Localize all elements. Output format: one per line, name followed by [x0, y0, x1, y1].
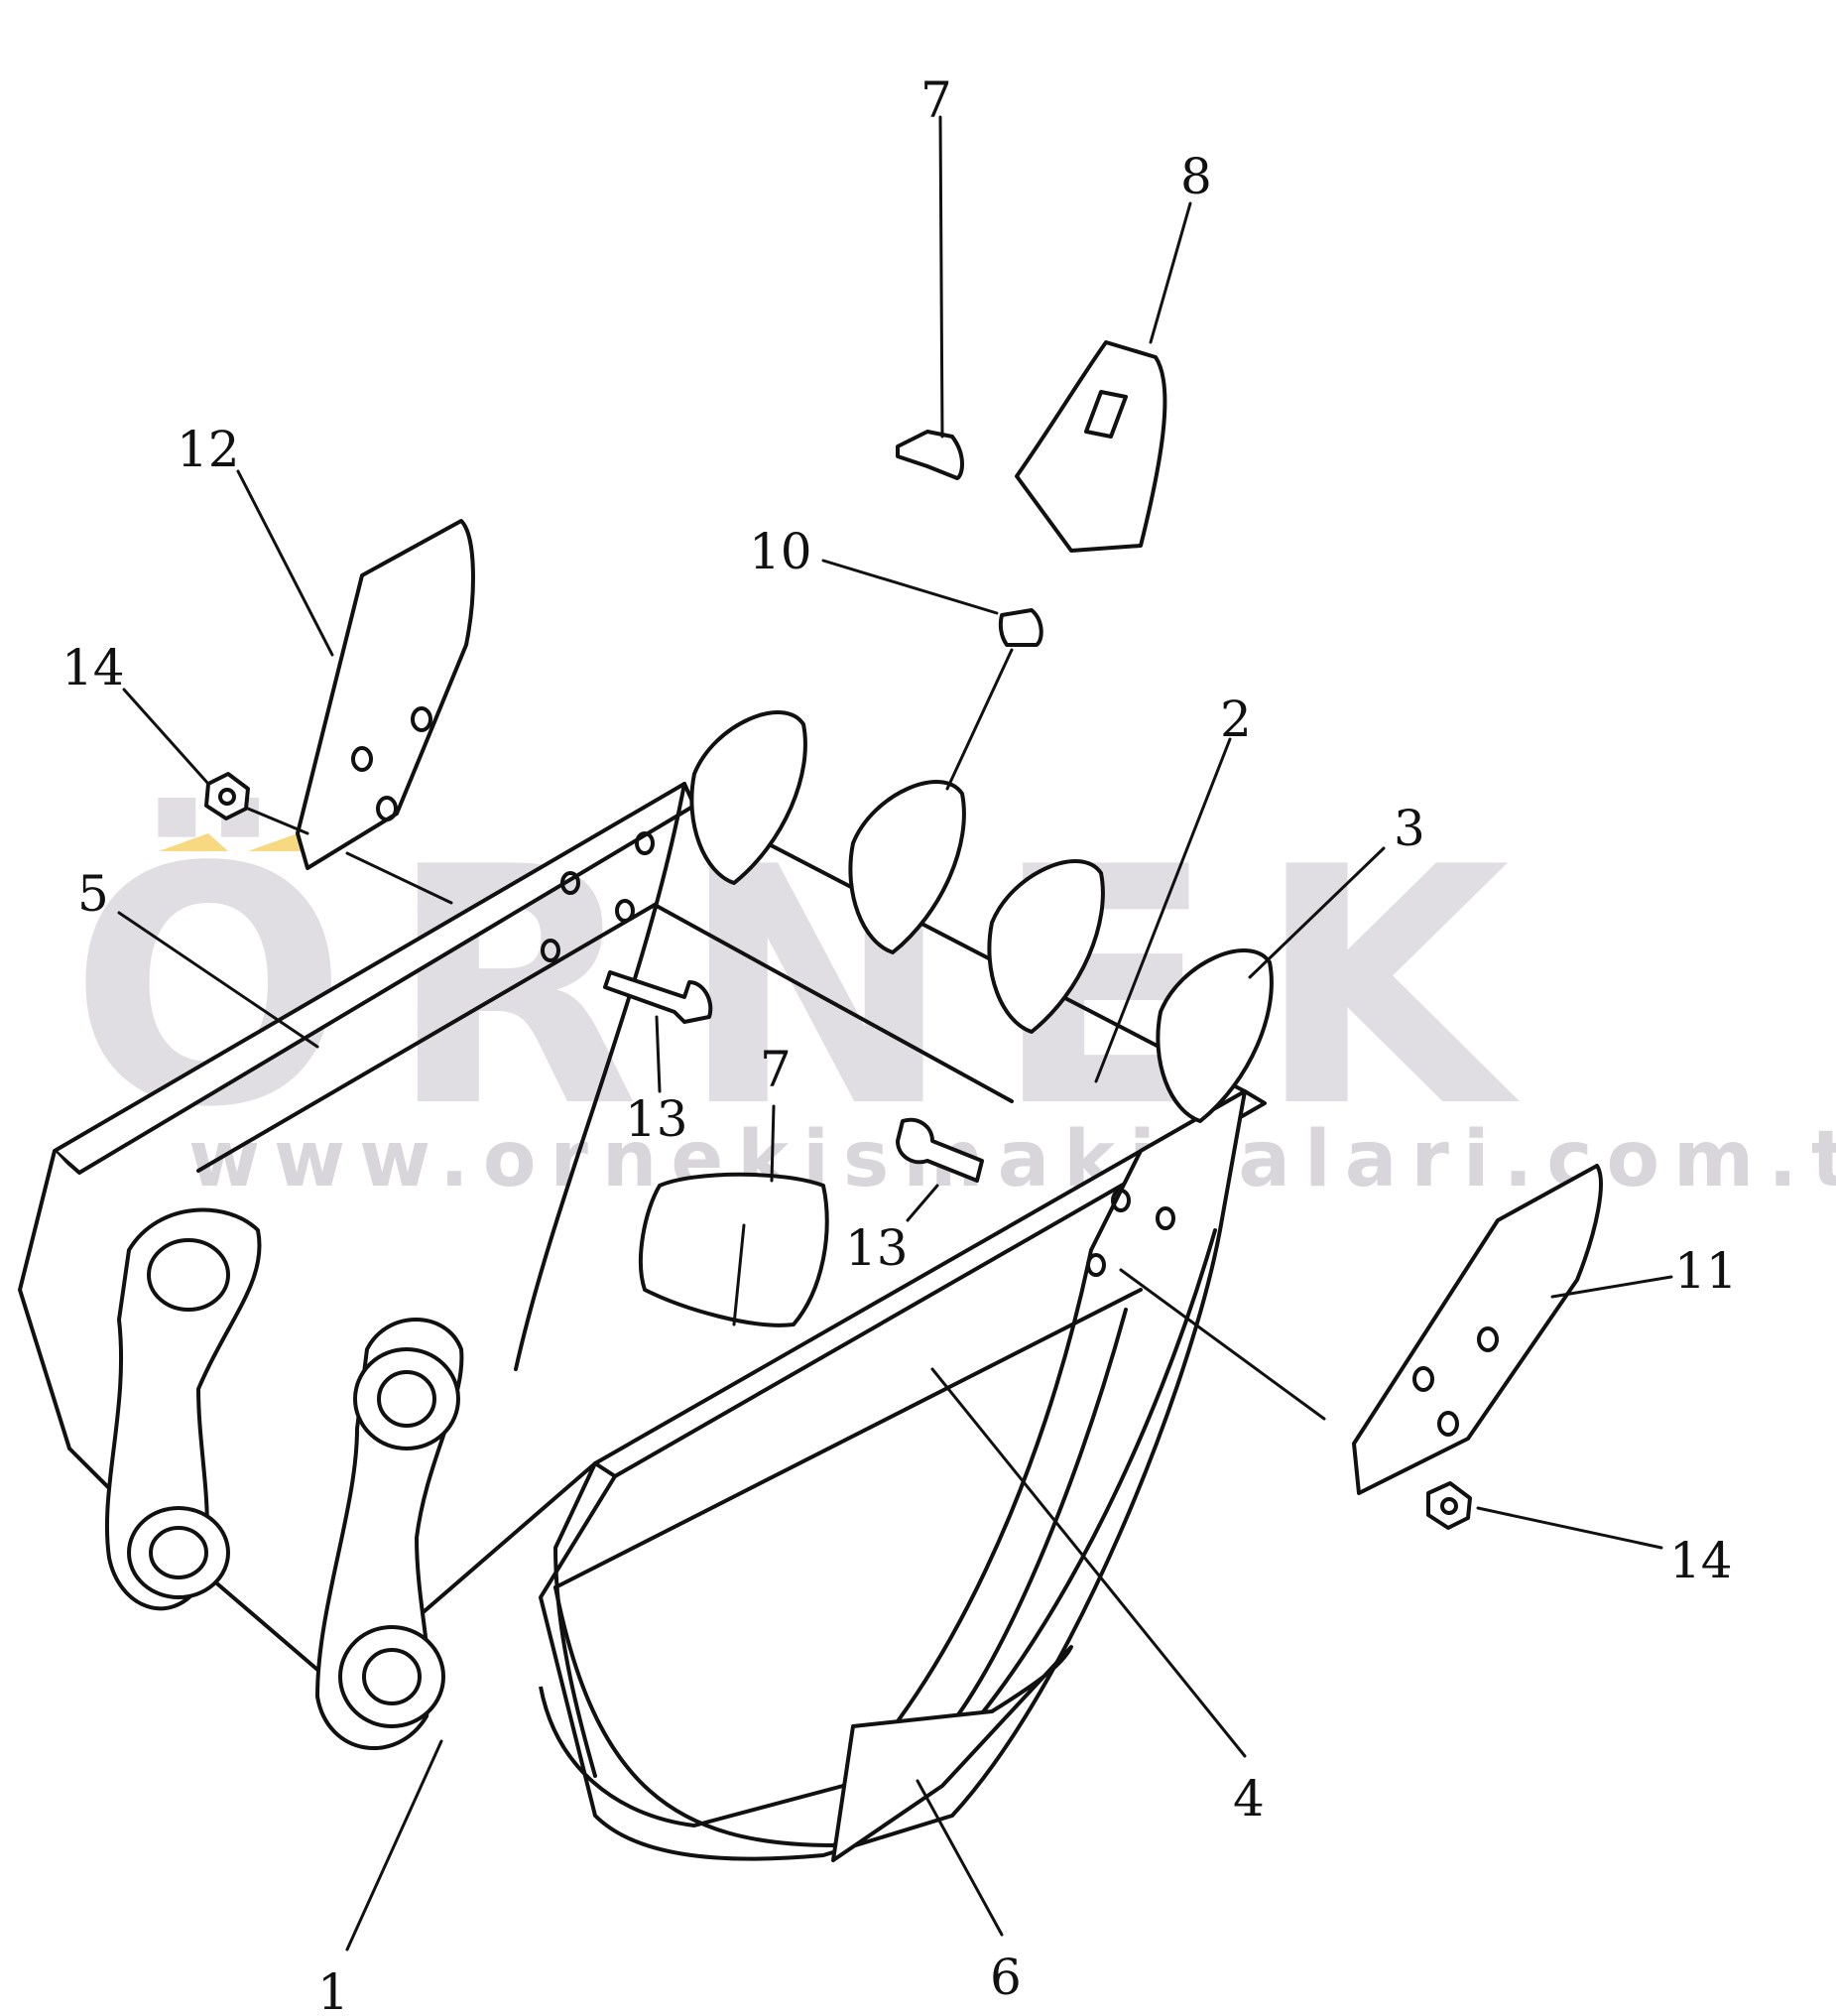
bucket-floor-line — [553, 1288, 1143, 1589]
leader-14-left — [122, 688, 210, 786]
bracket-left-boss-lower — [127, 1506, 230, 1599]
wear-plate-part-7 — [638, 1172, 829, 1327]
pin-part-10 — [998, 608, 1043, 647]
callout-13-upper: 13 — [625, 1090, 688, 1148]
leader-1 — [345, 1739, 443, 1952]
rim-lip-line — [692, 804, 1247, 1093]
callout-10: 10 — [749, 523, 812, 580]
leader-14-right — [1476, 1506, 1663, 1550]
bolt-part-13-upper — [603, 970, 713, 1024]
adapter-3 — [987, 859, 1105, 1034]
bucket-side-line — [553, 1461, 597, 1778]
bucket-back-wall — [653, 903, 1014, 1103]
cutter-12-hole-2 — [351, 746, 373, 772]
rim-hole-2 — [560, 871, 580, 895]
leader-lines — [117, 115, 1673, 1952]
callout-6: 6 — [990, 1949, 1022, 2006]
rim-hole-4 — [541, 939, 560, 962]
bracket-right-boss-lower — [338, 1625, 445, 1728]
callout-14-left: 14 — [61, 639, 125, 696]
callout-labels: 7 8 10 12 14 5 2 3 13 7 13 11 14 4 6 1 — [61, 71, 1738, 2016]
lock-part-9 — [896, 430, 964, 480]
leader-3 — [1248, 846, 1386, 979]
callout-13-lower: 13 — [845, 1219, 909, 1277]
rim-hole-6 — [1156, 1206, 1175, 1230]
watermark-umlaut-left — [159, 833, 228, 851]
callout-3: 3 — [1394, 800, 1425, 857]
leader-10 — [821, 559, 999, 615]
bracket-right-boss-upper — [353, 1347, 460, 1450]
callout-7: 7 — [760, 1041, 792, 1098]
cutter-12-hole-1 — [411, 706, 432, 732]
bracket-right-bore-lower — [362, 1648, 422, 1705]
callout-8: 8 — [1180, 148, 1212, 205]
leader-rim-to-11 — [1119, 1268, 1326, 1421]
leader-11 — [1550, 1275, 1673, 1299]
bucket-brackets — [104, 1207, 464, 1751]
adapter-1 — [689, 710, 807, 885]
nut-14-left-bore — [218, 788, 236, 806]
callout-1: 1 — [317, 1963, 349, 2016]
bracket-right-bore-upper — [377, 1370, 436, 1428]
leader-5 — [117, 911, 319, 1049]
side-cutter-part-12 — [296, 519, 475, 870]
cutter-12-hole-3 — [376, 796, 398, 821]
rim-hole-7 — [1086, 1253, 1106, 1277]
callout-4: 4 — [1233, 1770, 1265, 1827]
rim-hole-5 — [1111, 1189, 1131, 1212]
leader-9 — [938, 115, 944, 439]
wear-plate-bottom — [831, 1645, 1073, 1862]
leader-12-to-rim — [345, 851, 453, 905]
rim-hole-3 — [615, 899, 635, 923]
callout-14-right: 14 — [1669, 1532, 1733, 1589]
callout-12: 12 — [177, 421, 240, 478]
leader-12 — [236, 469, 334, 657]
leader-10-down — [945, 648, 1014, 791]
tooth-point-window — [1084, 390, 1128, 439]
tooth-adapters — [689, 710, 1274, 1123]
callout-9: 7 — [920, 71, 952, 129]
nut-part-14-right — [1426, 1481, 1472, 1530]
bucket-inner-edge — [196, 903, 657, 1173]
leader-4 — [930, 1367, 1247, 1758]
plate-7-seam — [732, 1223, 746, 1326]
tooth-point-part-8 — [1015, 340, 1167, 553]
leader-6 — [916, 1779, 1004, 1937]
nut-part-14-left — [204, 772, 250, 820]
bolt-part-13-lower — [896, 1117, 984, 1183]
adapter-4 — [1156, 948, 1274, 1123]
leader-13-upper — [655, 1015, 662, 1093]
cutter-11-hole-1 — [1477, 1326, 1499, 1352]
rim-hole-1 — [635, 831, 655, 855]
adapter-2 — [848, 780, 966, 954]
cutter-11-hole-2 — [1412, 1366, 1434, 1392]
bucket-back-plate — [514, 782, 686, 1371]
callout-2: 2 — [1220, 691, 1252, 748]
leader-7 — [770, 1104, 776, 1183]
bracket-left-boss-upper — [147, 1238, 230, 1312]
leader-8 — [1149, 201, 1192, 344]
bracket-left-bore-lower — [149, 1526, 208, 1579]
bracket-left — [104, 1207, 262, 1611]
callout-5: 5 — [77, 865, 109, 923]
leader-14-left-to-cutter — [246, 807, 309, 835]
nut-14-right-bore — [1440, 1497, 1458, 1515]
leader-2 — [1094, 737, 1232, 1083]
rim-bolt-holes — [541, 831, 1175, 1277]
leader-13-lower — [906, 1184, 939, 1222]
cutter-11-hole-3 — [1437, 1411, 1459, 1437]
side-cutter-part-11 — [1352, 1164, 1603, 1495]
callout-11: 11 — [1674, 1242, 1738, 1300]
